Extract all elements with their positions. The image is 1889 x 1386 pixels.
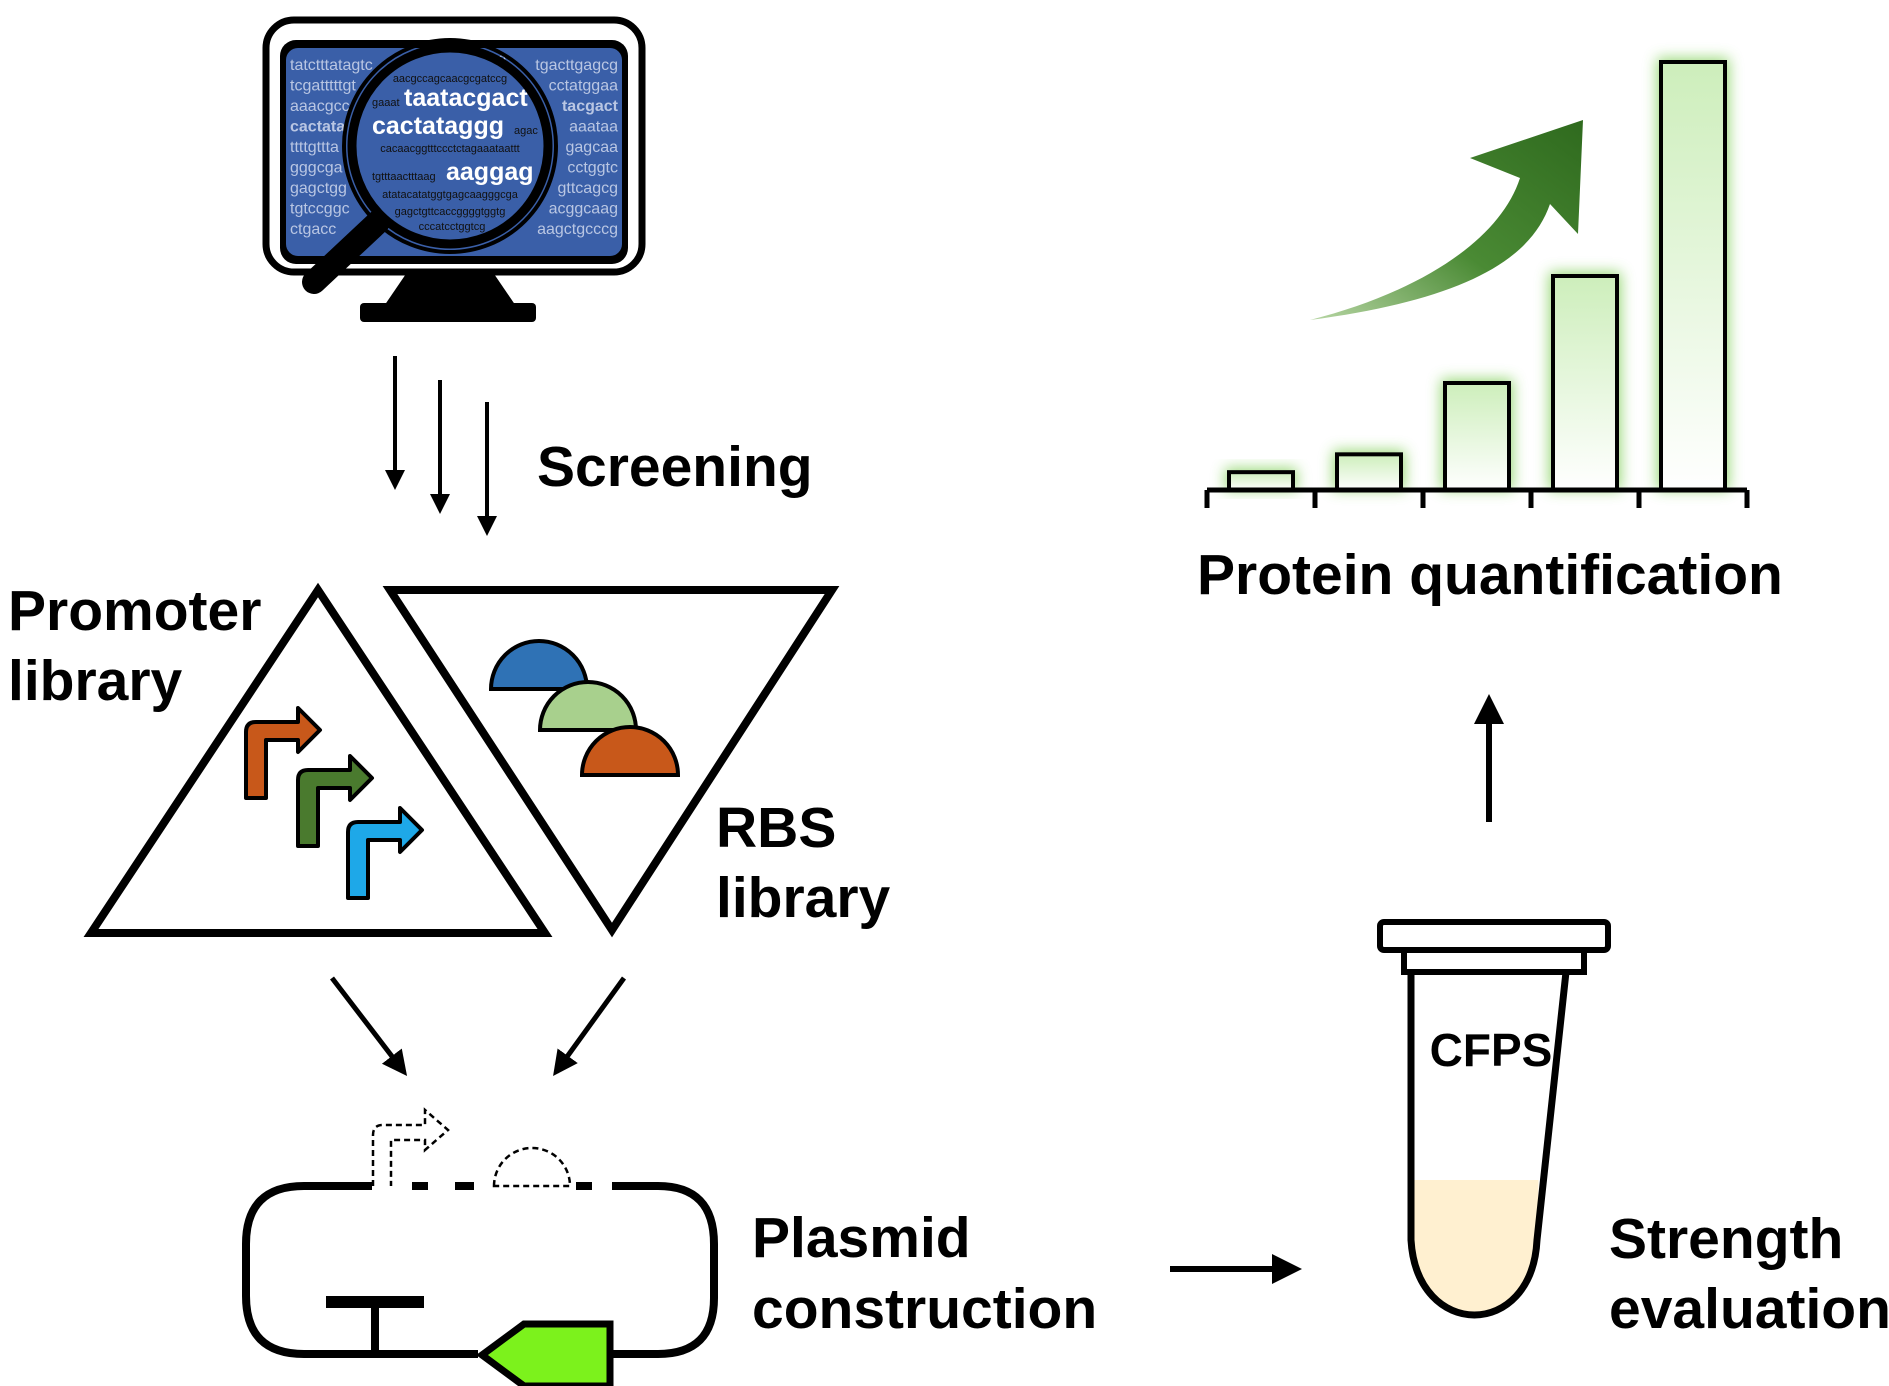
sequence-text: tcgatttttgt <box>290 78 356 95</box>
microcentrifuge-tube-icon <box>1377 919 1611 1319</box>
sequence-text: aacgccagcaacgcgatccg <box>393 73 507 85</box>
arrow-rbs-to-plasmid <box>553 976 627 1077</box>
sequence-text: gttcagcg <box>558 180 618 197</box>
trend-up-arrow-icon <box>1310 120 1583 320</box>
highlighted-sequence: cactataggg <box>372 112 504 140</box>
gene-cds-icon <box>476 1320 614 1386</box>
sequence-text: gggcga <box>290 160 343 177</box>
highlighted-sequence: aaggag <box>446 158 534 186</box>
sequence-text: cacaacggtttccctctagaaataattt <box>380 143 519 155</box>
sequence-text: cccatcctggtcg <box>419 221 486 233</box>
sequence-text: tacgact <box>562 98 619 115</box>
sequence-text: gagctgg <box>290 180 347 197</box>
promoter-arrows <box>244 706 424 900</box>
sequence-text: ttttgttta <box>290 139 339 156</box>
promoter-arrow-icon <box>244 706 322 800</box>
placeholder-rbs-icon <box>492 1146 572 1188</box>
sequence-text: cctatggaa <box>549 78 618 95</box>
sequence-text: cactata <box>290 119 345 136</box>
promoter-library-triangle <box>83 582 553 937</box>
chart-bar <box>1551 274 1619 492</box>
plasmid-construction-label-line1: Plasmid <box>752 1206 971 1270</box>
sequence-text: aaacgcc <box>290 98 350 115</box>
plasmid-construct <box>242 1107 718 1386</box>
highlighted-sequence: taatacgact <box>404 84 528 112</box>
placeholder-promoter-icon <box>371 1107 450 1186</box>
plasmid-construction-label-line2: construction <box>752 1277 1097 1341</box>
protein-quantification-label: Protein quantification <box>1197 543 1783 607</box>
promoter-arrow-icon <box>296 754 374 848</box>
rbs-icon <box>579 725 681 777</box>
chart-bar <box>1335 452 1403 493</box>
sequence-text: agac <box>514 125 538 137</box>
chart-bar <box>1659 60 1727 492</box>
tube-label: CFPS <box>1430 1024 1553 1076</box>
promoter-library-label-line2: library <box>8 649 183 713</box>
strength-evaluation-label-line2: evaluation <box>1609 1277 1889 1341</box>
sequence-text: tatctttatagtc <box>290 57 373 74</box>
chart-bar <box>1227 470 1295 492</box>
rbs-library-label-line1: RBS <box>716 796 836 860</box>
arrow-promoter-to-plasmid <box>330 976 408 1076</box>
sequence-text: aagctgcccg <box>537 221 618 238</box>
promoter-arrow-icon <box>346 806 424 900</box>
protein-bar-chart <box>1204 58 1750 508</box>
sequence-text: tgtttaactttaag <box>372 171 436 183</box>
lens-sequences: aacgccagcaacgcgatccg gaaat agac cacaacggttt… <box>372 73 538 233</box>
sequence-text: gagcaa <box>566 139 619 156</box>
sequence-text: tgacttgagcg <box>535 57 618 74</box>
rbs-icons <box>488 639 681 777</box>
rbs-library-label-line2: library <box>716 866 891 930</box>
sequence-text: ctgacc <box>290 221 336 238</box>
sequence-text: cctggtc <box>567 160 618 177</box>
sequence-text: gaaat <box>372 97 400 109</box>
sequence-text: aaataa <box>569 119 618 136</box>
chart-bar <box>1443 381 1511 492</box>
sequence-text: gagctgttcaccggggtggtg <box>395 206 506 218</box>
sequence-text: acggcaag <box>549 201 618 218</box>
promoter-library-label-line1: Promoter <box>8 579 261 643</box>
rbs-icon <box>488 639 590 691</box>
sequence-text: tgtccggc <box>290 201 350 218</box>
screening-arrows <box>385 356 497 536</box>
sequence-text: atatacatatggtgagcaagggcga <box>382 189 519 201</box>
magnifier-icon: aacgccagcaacgcgatccg gaaat agac cacaacggttt… <box>302 38 558 294</box>
strength-evaluation-label-line1: Strength <box>1609 1207 1843 1271</box>
rbs-icon <box>537 680 639 732</box>
screening-label: Screening <box>537 435 813 499</box>
